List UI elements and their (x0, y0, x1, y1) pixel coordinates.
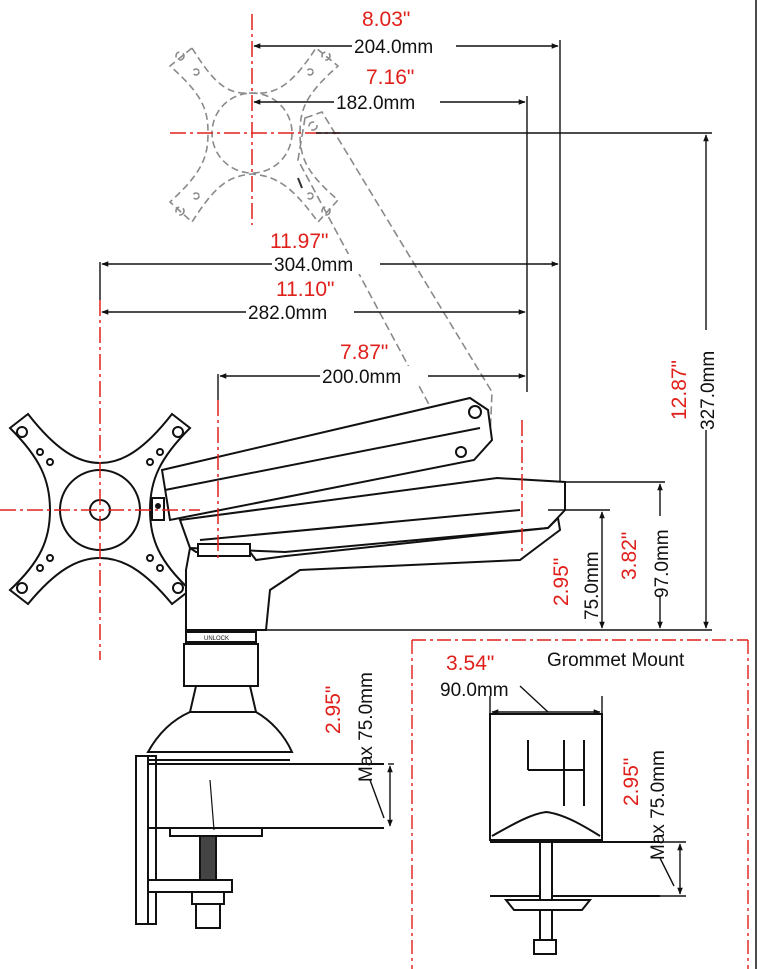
dim-height-offset-mm: 75.0mm (582, 551, 603, 620)
unlock-label: UNLOCK (204, 636, 229, 642)
dim-top-width-inch: 8.03" (362, 8, 410, 31)
dim-reach-inner-mm: 282.0mm (248, 303, 327, 324)
arm-pivot-bolt-lower (455, 446, 467, 458)
dim-grommet-width-inch: 3.54" (446, 652, 494, 675)
dim-height-total-mm: 327.0mm (698, 351, 719, 430)
ghost-vesa-plate (168, 46, 340, 224)
dim-reach-max-inch: 11.97" (270, 230, 328, 253)
dim-reach-inner-inch: 11.10" (276, 278, 334, 301)
dim-grommet-max-mm: Max 75.0mm (648, 750, 669, 860)
dim-grommet-width-mm: 90.0mm (440, 680, 509, 701)
dim-height-arm-mm: 97.0mm (652, 529, 673, 598)
grommet-mount-drawing (489, 713, 660, 955)
clamp-ghost-line (209, 779, 215, 831)
grommet-mount-title: Grommet Mount (547, 650, 685, 671)
dim-top-width-mm: 204.0mm (354, 37, 433, 58)
dim-clamp-max-mm: Max 75.0mm (356, 672, 377, 782)
dim-height-total-inch: 12.87" (668, 360, 691, 420)
desk-clamp (135, 631, 384, 929)
grommet-mount-panel (411, 639, 749, 969)
dim-clamp-max-inch: 2.95" (322, 686, 345, 734)
arm-pivot-bolt (468, 405, 482, 419)
monitor-arm-body (151, 396, 566, 631)
dim-reach-min-mm: 200.0mm (322, 367, 401, 388)
dim-top-inner-mm: 182.0mm (336, 93, 415, 114)
dim-reach-max-mm: 304.0mm (274, 255, 353, 276)
ghost-pivot-dot (297, 177, 303, 189)
dim-top-inner-inch: 7.16" (366, 66, 414, 89)
ghost-arm (297, 111, 493, 451)
dim-reach-min-inch: 7.87" (340, 341, 388, 364)
dim-grommet-max-inch: 2.95" (620, 758, 643, 806)
dim-height-offset-inch: 2.95" (550, 558, 573, 606)
dimension-lines (99, 40, 712, 897)
center-lines (0, 14, 523, 660)
tilt-bolt (155, 503, 161, 509)
dim-height-arm-inch: 3.82" (618, 532, 641, 580)
